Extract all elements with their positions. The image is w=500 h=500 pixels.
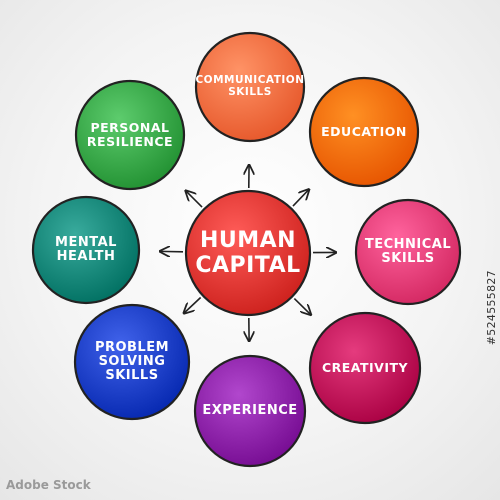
node-circle-mental-health — [31, 195, 141, 305]
center-node-circle — [184, 189, 312, 317]
node-label-line: RESILIENCE — [86, 134, 174, 149]
node-label-line: PERSONAL — [90, 120, 170, 136]
connector-arrow-creativity — [293, 297, 310, 315]
node-label-education: EDUCATION — [315, 78, 413, 186]
node-label-line: COMMUNICATION — [195, 74, 305, 87]
node-label-line: TECHNICAL — [364, 236, 452, 252]
node-label-line: SKILLS — [381, 251, 435, 266]
stock-id-text: #524555827 — [485, 270, 498, 346]
node-circle-problem-solving-skills — [73, 303, 191, 421]
node-label-line: SOLVING — [98, 353, 166, 369]
center-label-line: HUMAN — [199, 227, 297, 253]
node-circle-education — [308, 76, 420, 188]
node-label-line: SKILLS — [105, 368, 159, 384]
node-label-line: CREATIVITY — [321, 360, 409, 376]
node-label-creativity: CREATIVITY — [315, 313, 415, 423]
node-circle-communication-skills — [194, 31, 306, 143]
connector-arrow-education — [292, 189, 309, 207]
node-circle-creativity — [308, 311, 422, 425]
node-label-line: EXPERIENCE — [202, 402, 298, 418]
connector-arrow-problem-solving-skills — [184, 296, 202, 314]
node-circle-personal-resilience — [74, 79, 186, 191]
node-label-line: HEALTH — [56, 249, 116, 264]
node-label-line: MENTAL — [55, 234, 117, 250]
node-circle-experience — [193, 354, 307, 468]
node-label-line: PROBLEM — [94, 339, 170, 355]
node-label-experience: EXPERIENCE — [200, 356, 300, 466]
stock-brand-text: Adobe Stock — [6, 478, 91, 492]
node-label-line: EDUCATION — [321, 124, 407, 140]
node-circle-technical-skills — [354, 198, 462, 306]
connector-arrow-personal-resilience — [186, 191, 203, 208]
node-label-line: SKILLS — [228, 86, 272, 98]
center-label-line: CAPITAL — [195, 253, 301, 278]
